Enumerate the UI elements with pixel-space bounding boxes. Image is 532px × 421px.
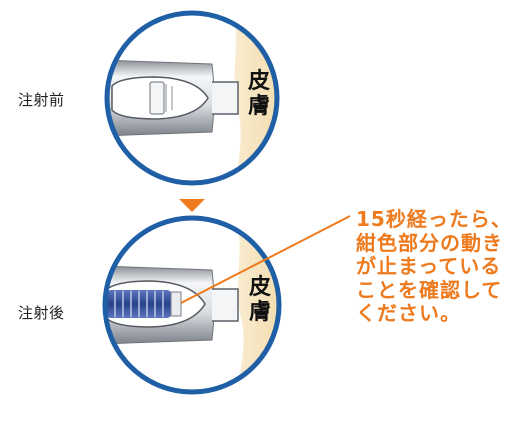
needle-cover-bottom: [212, 288, 239, 322]
needle-cover-top: [212, 81, 239, 115]
callout-text: 15秒経ったら、 紺色部分の動き が止まっている ことを確認して ください。: [356, 207, 532, 326]
callout-line-2: 紺色部分の動き: [356, 230, 503, 255]
magnifier-circle-bottom: [102, 215, 282, 395]
callout-line-5: ください。: [356, 301, 461, 325]
skin-label-top-1: 皮: [248, 68, 270, 94]
down-arrow: [179, 199, 205, 212]
label-before-injection: 注射前: [18, 91, 65, 109]
magnifier-circle-top: [104, 10, 280, 186]
skin-label-bottom-1: 皮: [249, 274, 271, 300]
skin-label-bottom-2: 膚: [249, 300, 271, 325]
skin-label-top-2: 膚: [248, 94, 270, 119]
navy-plunger: [107, 290, 171, 318]
callout-line-4: ことを確認して: [356, 277, 503, 302]
callout-line-1: 15秒経ったら、: [356, 207, 512, 231]
callout-line-3: が止まっている: [356, 254, 502, 278]
callout-leader-line: [180, 215, 351, 304]
label-after-injection: 注射後: [18, 304, 65, 322]
